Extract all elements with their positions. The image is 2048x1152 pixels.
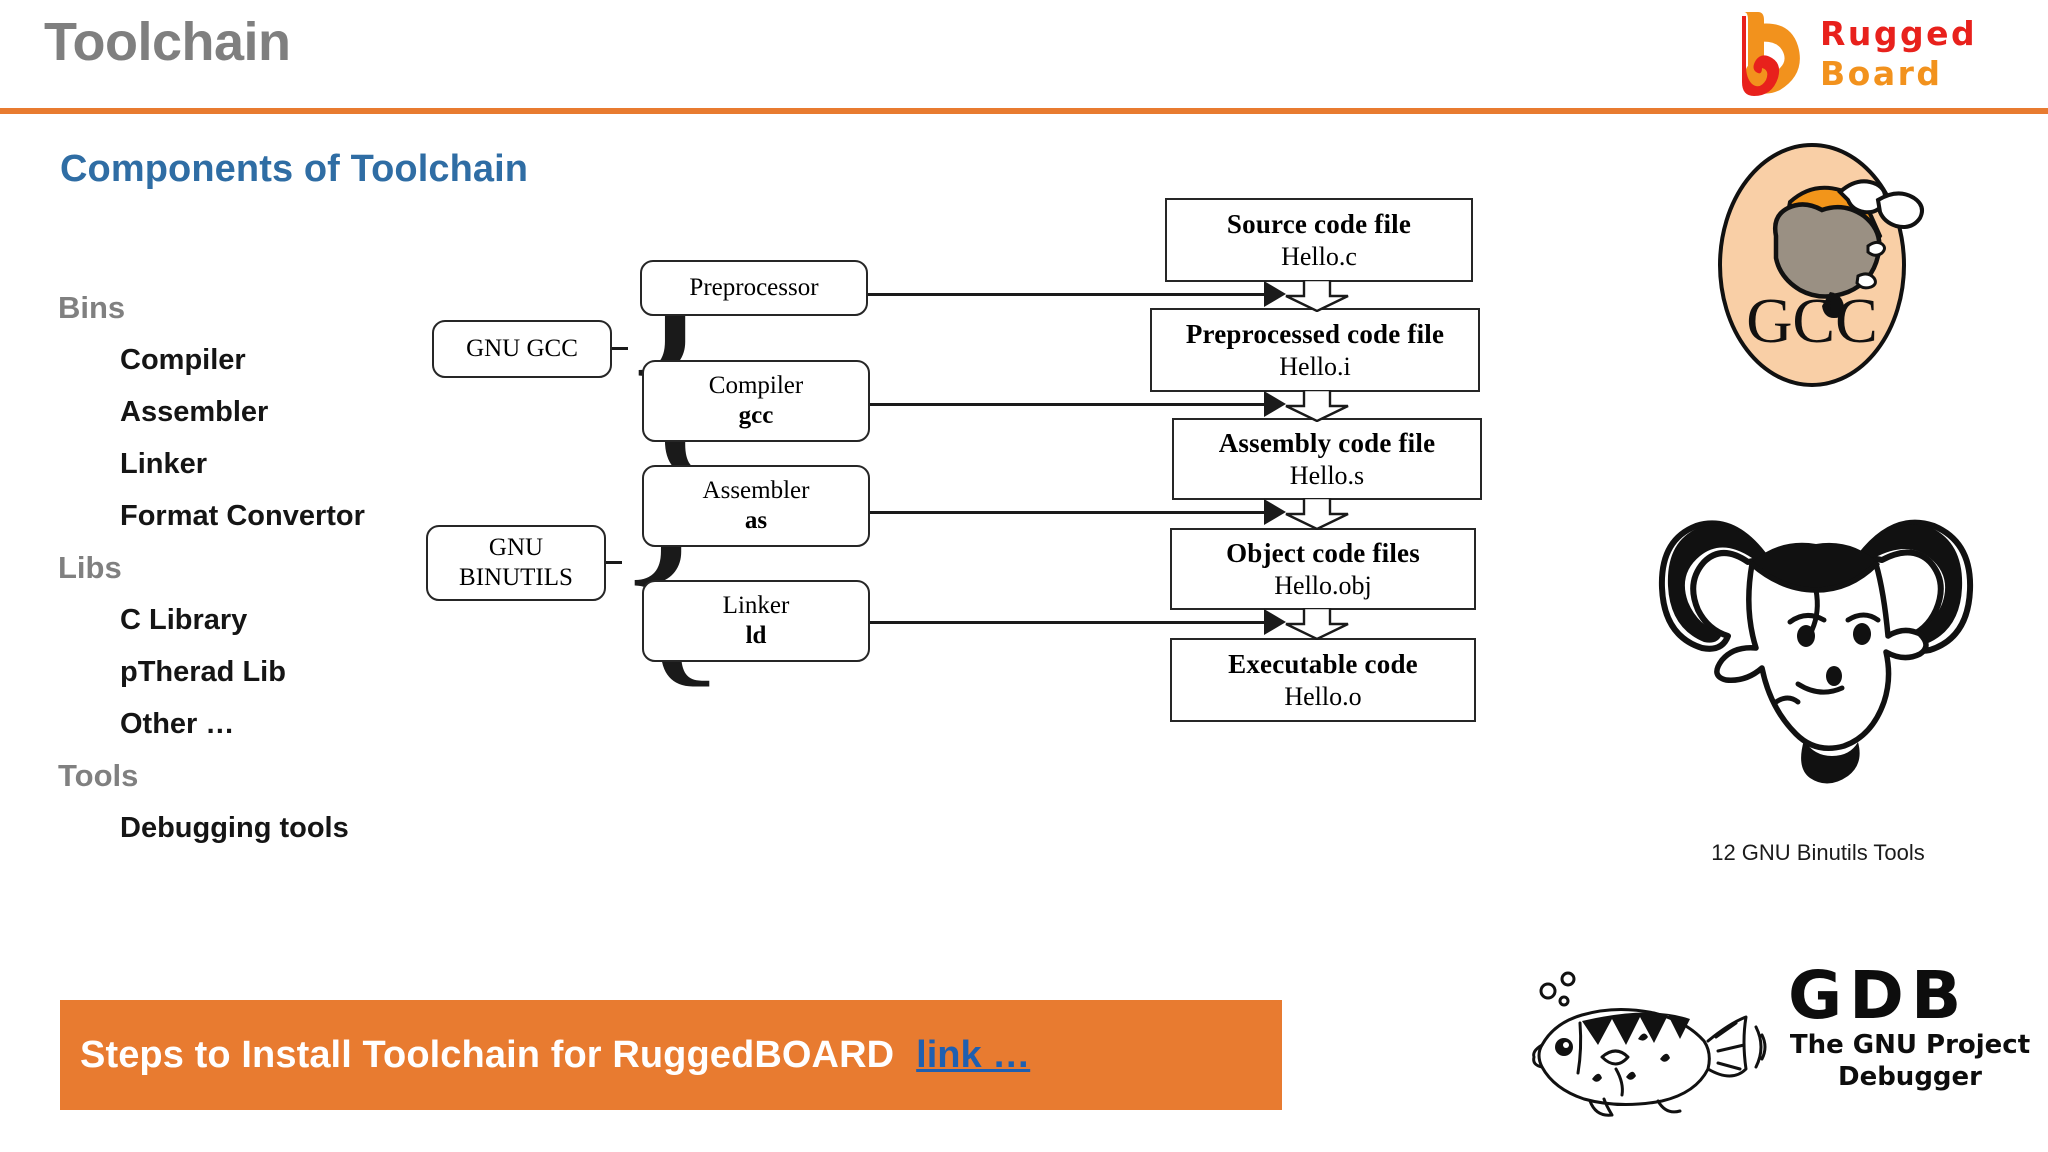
- brand-line-rugged: Rugged: [1820, 14, 1978, 53]
- file-title: Source code file: [1226, 208, 1412, 239]
- outline-item-format-convertor: Format Convertor: [120, 500, 365, 532]
- page-title: Toolchain: [44, 12, 291, 72]
- gnu-head-icon: [1658, 519, 1974, 784]
- compilation-flow-diagram: GNU GCC GNU BINUTILS { { Preprocessor Co…: [426, 180, 1650, 900]
- diagram-node-preprocessor: Preprocessor: [640, 260, 868, 316]
- connector-gcc-to-brace: [612, 347, 628, 350]
- arrow-line-preprocessor: [868, 293, 1268, 296]
- node-label-line1: Linker: [722, 591, 790, 619]
- install-steps-link[interactable]: link …: [916, 1033, 1031, 1076]
- block-arrow-preprocessed-to-assembly: [1285, 390, 1349, 422]
- outline-item-debugging-tools: Debugging tools: [120, 812, 349, 844]
- outline-item-other: Other …: [120, 708, 235, 740]
- section-heading: Components of Toolchain: [60, 148, 529, 190]
- node-label-line1: GNU: [488, 533, 544, 561]
- arrow-line-assembler: [870, 511, 1268, 514]
- toolchain-components-outline: Bins Compiler Assembler Linker Format Co…: [58, 282, 488, 854]
- file-title: Object code files: [1226, 537, 1420, 568]
- rugged-board-wordmark: Rugged Board: [1820, 14, 2026, 94]
- install-steps-banner[interactable]: Steps to Install Toolchain for RuggedBOA…: [60, 1000, 1282, 1110]
- brand-line-board: Board: [1820, 54, 1943, 93]
- outline-item-compiler: Compiler: [120, 344, 246, 376]
- gdb-subtitle-line2: Debugger: [1837, 1062, 1982, 1092]
- diagram-file-preprocessed-code: Preprocessed code file Hello.i: [1150, 308, 1480, 392]
- gdb-wordmark: GDB The GNU Project Debugger: [1788, 963, 2038, 1093]
- file-name: Hello.i: [1279, 351, 1351, 381]
- arrow-line-linker: [870, 621, 1268, 624]
- file-name: Hello.c: [1281, 241, 1357, 271]
- diagram-file-object-code: Object code files Hello.obj: [1170, 528, 1476, 610]
- block-arrow-source-to-preprocessed: [1285, 280, 1349, 312]
- node-label-line2: BINUTILS: [459, 564, 573, 591]
- node-label-line1: GNU GCC: [466, 334, 578, 362]
- outline-group-tools: Tools: [58, 758, 139, 793]
- title-divider: [0, 108, 2048, 114]
- outline-item-assembler: Assembler: [120, 396, 269, 428]
- gdb-fish-icon: [1532, 971, 1767, 1117]
- arrow-head-preprocessor: [1264, 281, 1286, 307]
- diagram-node-compiler-gcc: Compiler gcc: [642, 360, 870, 442]
- outline-group-libs: Libs: [58, 550, 122, 585]
- diagram-file-executable-code: Executable code Hello.o: [1170, 638, 1476, 722]
- node-label-line1: Assembler: [702, 476, 810, 504]
- rugged-board-logo: Rugged Board: [1728, 6, 2028, 102]
- rugged-board-mark-icon: [1742, 12, 1800, 96]
- file-title: Assembly code file: [1218, 427, 1436, 458]
- gcc-logo-icon: GCC: [1718, 143, 1924, 387]
- outline-group-bins: Bins: [58, 290, 126, 325]
- gcc-logo-label: GCC: [1746, 285, 1878, 356]
- diagram-node-linker-ld: Linker ld: [642, 580, 870, 662]
- file-name: Hello.obj: [1274, 570, 1372, 600]
- file-name: Hello.o: [1284, 681, 1362, 711]
- node-label-line1: Preprocessor: [689, 273, 819, 301]
- outline-item-pthread-lib: pTherad Lib: [120, 656, 286, 688]
- file-name: Hello.s: [1289, 460, 1365, 490]
- gdb-subtitle-line1: The GNU Project: [1789, 1030, 2031, 1060]
- gdb-logo: GDB The GNU Project Debugger: [1520, 955, 2040, 1135]
- node-label-line2: gcc: [738, 402, 774, 429]
- diagram-node-gnu-gcc: GNU GCC: [432, 320, 612, 378]
- diagram-node-assembler-as: Assembler as: [642, 465, 870, 547]
- outline-item-c-library: C Library: [120, 604, 248, 636]
- arrow-head-compiler: [1264, 391, 1286, 417]
- node-label-line2: as: [744, 507, 768, 534]
- arrow-line-compiler: [870, 403, 1268, 406]
- outline-item-linker: Linker: [120, 448, 208, 480]
- block-arrow-assembly-to-object: [1285, 498, 1349, 530]
- file-title: Executable code: [1228, 648, 1418, 679]
- node-label-line2: ld: [745, 622, 767, 649]
- install-steps-banner-text: Steps to Install Toolchain for RuggedBOA…: [80, 1033, 895, 1076]
- block-arrow-object-to-executable: [1285, 608, 1349, 640]
- node-label-line1: Compiler: [708, 371, 804, 399]
- diagram-file-source-code: Source code file Hello.c: [1165, 198, 1473, 282]
- gdb-title: GDB: [1788, 957, 1969, 1034]
- diagram-node-gnu-binutils: GNU BINUTILS: [426, 525, 606, 601]
- arrow-head-assembler: [1264, 499, 1286, 525]
- connector-binutils-to-brace: [606, 561, 622, 564]
- diagram-file-assembly-code: Assembly code file Hello.s: [1172, 418, 1482, 500]
- arrow-head-linker: [1264, 609, 1286, 635]
- file-title: Preprocessed code file: [1185, 318, 1445, 349]
- binutils-caption: 12 GNU Binutils Tools: [1711, 840, 1925, 865]
